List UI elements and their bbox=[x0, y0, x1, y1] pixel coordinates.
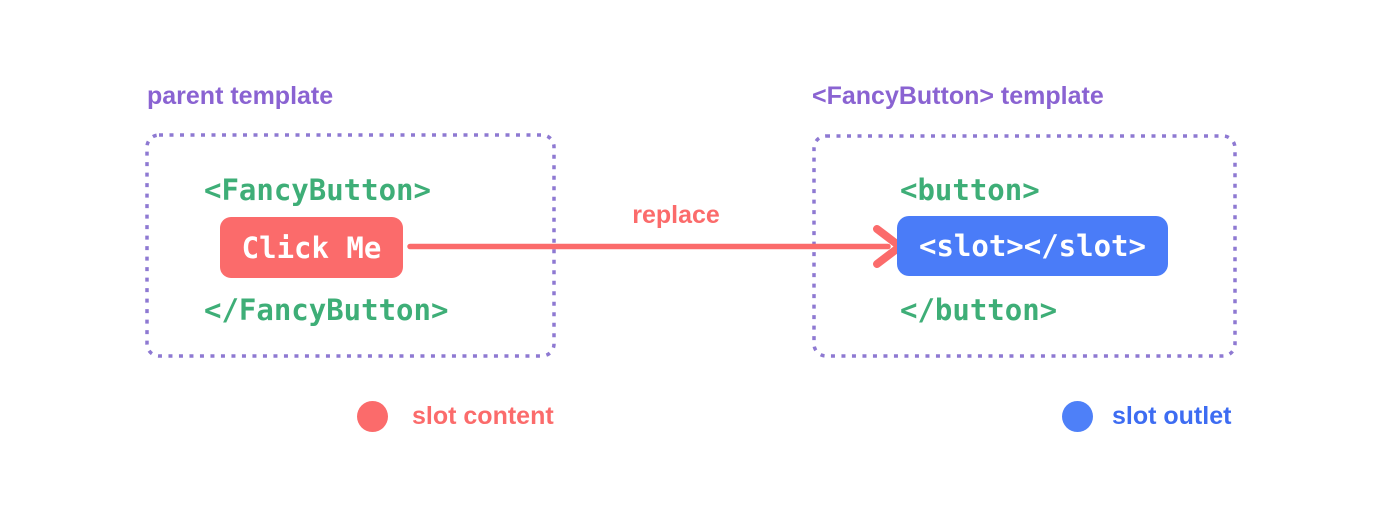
slot-content-dot-icon bbox=[357, 401, 388, 432]
legend-slot-content: slot content bbox=[357, 401, 554, 432]
parent-template-title: parent template bbox=[147, 82, 334, 110]
legend-slot-content-label: slot content bbox=[412, 402, 554, 430]
button-close-tag: </button> bbox=[900, 293, 1058, 327]
slot-outlet-dot-icon bbox=[1062, 401, 1093, 432]
replace-label: replace bbox=[632, 201, 720, 229]
button-open-tag: <button> bbox=[900, 173, 1040, 207]
click-me-button: Click Me bbox=[220, 217, 403, 278]
fancybutton-template-title: <FancyButton> template bbox=[812, 82, 1104, 110]
fancybutton-open-tag: <FancyButton> bbox=[204, 173, 431, 207]
click-me-button-label: Click Me bbox=[241, 230, 382, 265]
slot-outlet-box: <slot></slot> bbox=[897, 216, 1168, 276]
legend-slot-outlet-label: slot outlet bbox=[1112, 402, 1232, 430]
slot-outlet-label: <slot></slot> bbox=[919, 229, 1146, 263]
legend-slot-outlet: slot outlet bbox=[1062, 401, 1231, 432]
fancybutton-close-tag: </FancyButton> bbox=[204, 293, 449, 327]
